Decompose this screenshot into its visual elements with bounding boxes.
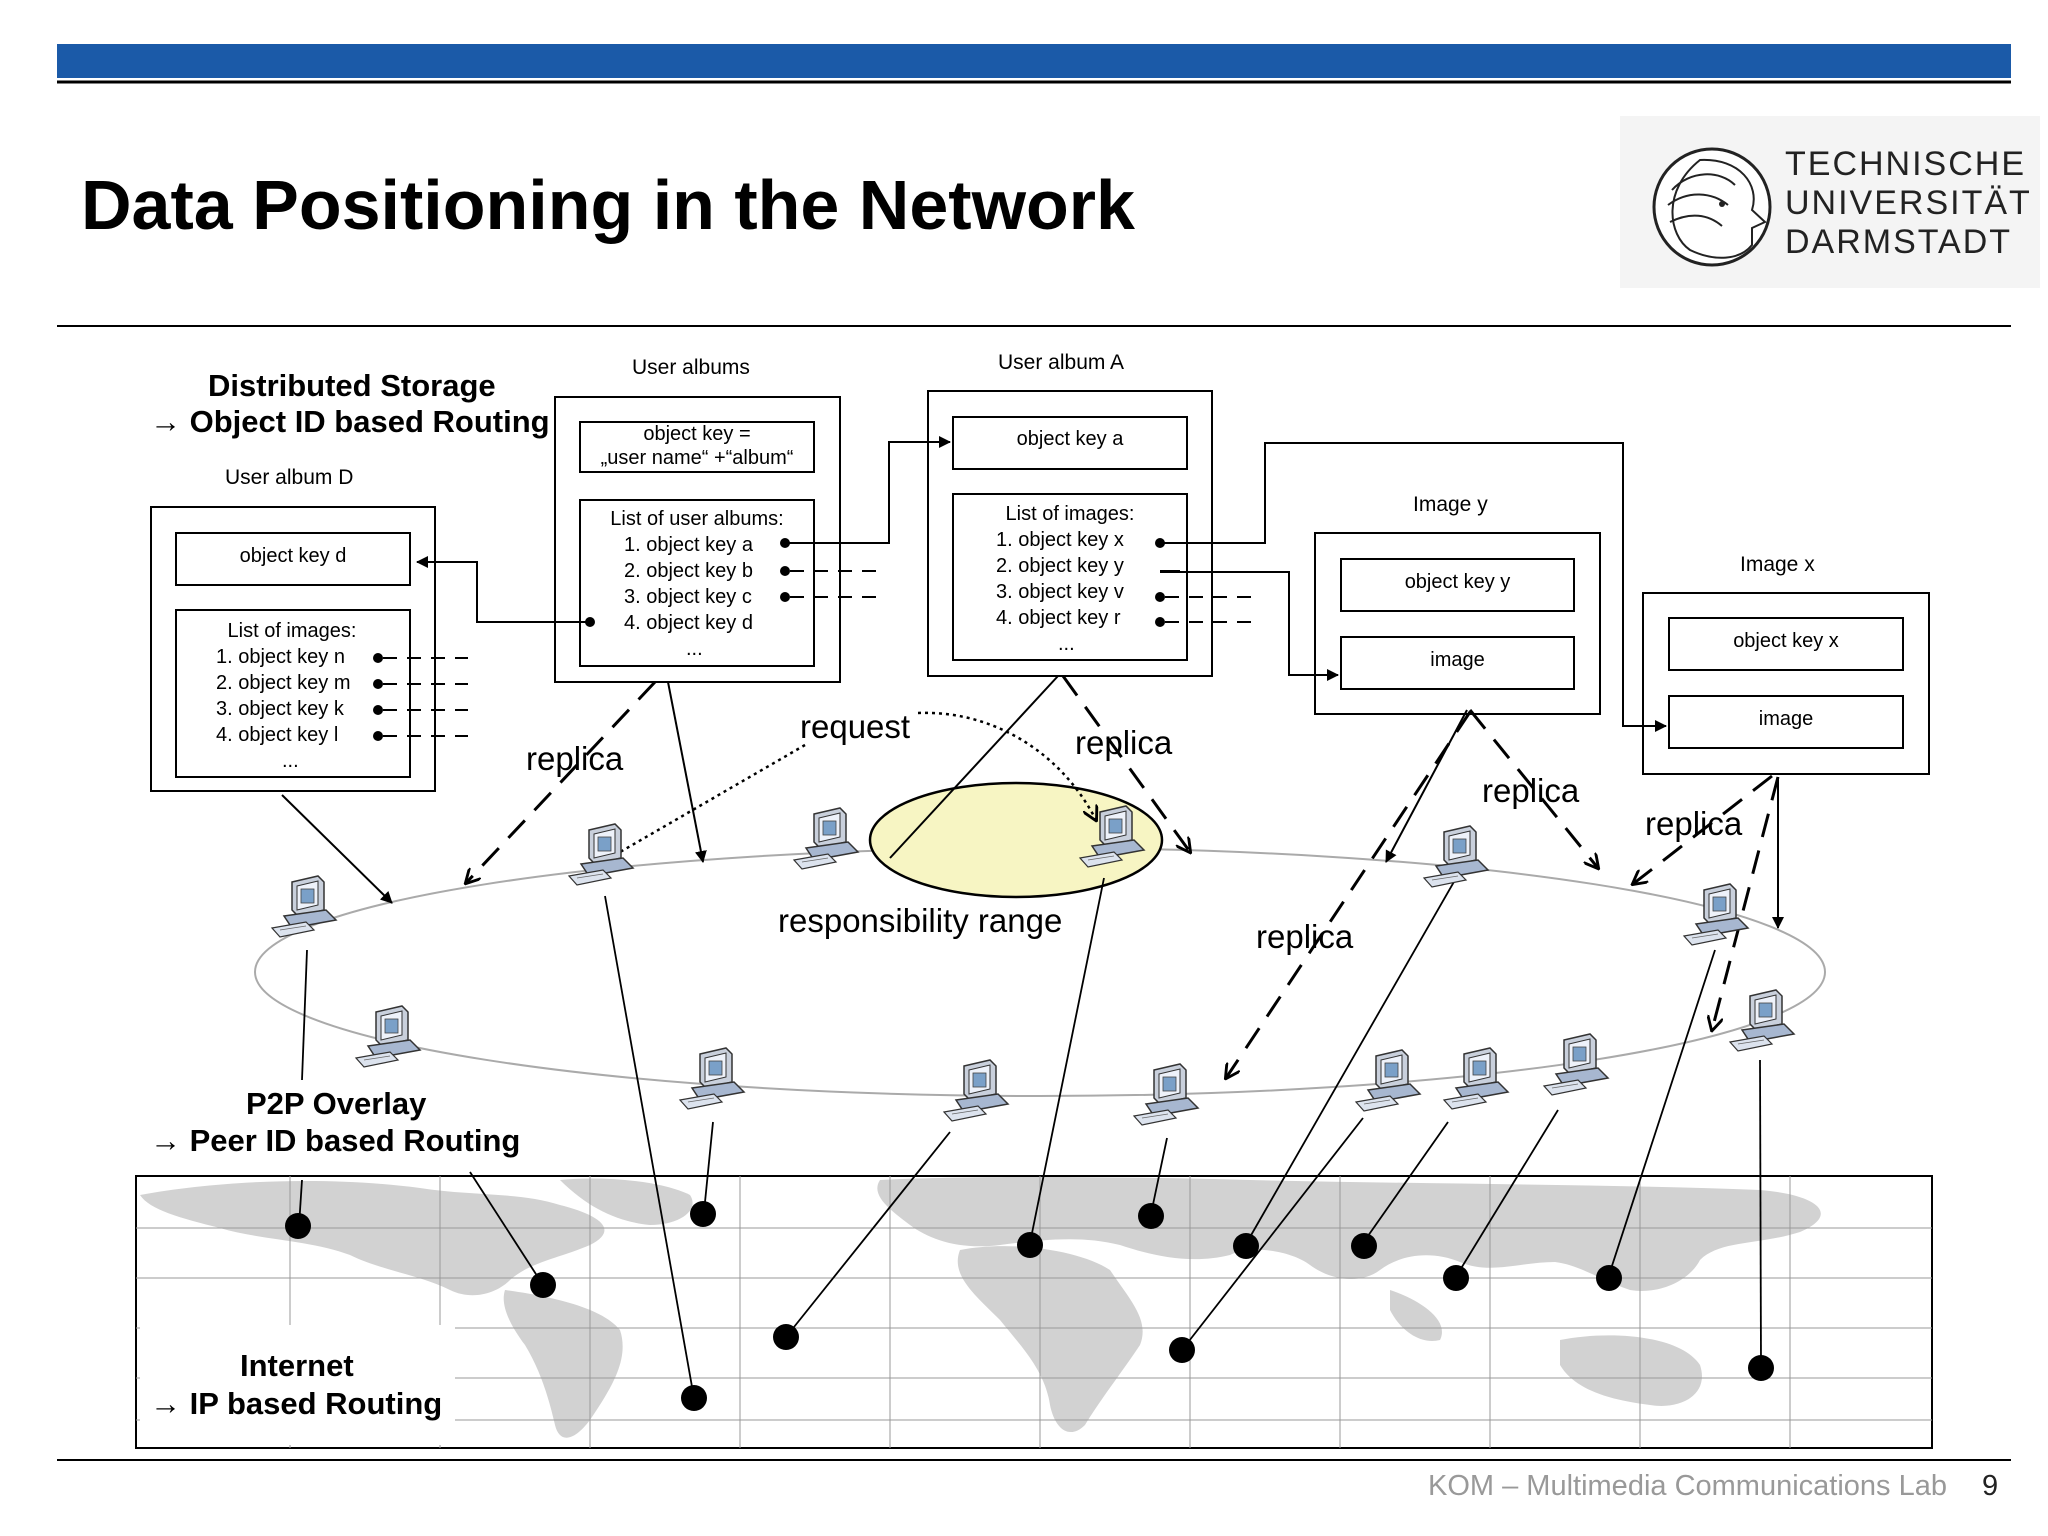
pointer-lines — [416, 436, 1667, 732]
list-item: 3. object key c — [624, 586, 752, 608]
list-item: ... — [1058, 633, 1075, 655]
university-line-1: TECHNISCHE — [1785, 145, 2027, 183]
object-key-formula-box: object key = „user name“ +“album“ — [580, 422, 814, 470]
image-y-title: Image y — [1413, 493, 1488, 516]
responsibility-range-label: responsibility range — [778, 902, 1063, 939]
list-item: 4. object key l — [216, 724, 339, 746]
peer-id-routing-label: → Peer ID based Routing — [150, 1123, 521, 1158]
replica-label-3: replica — [1482, 772, 1580, 809]
computer-icon — [1729, 989, 1795, 1052]
image-x-content-box: image — [1758, 708, 1814, 730]
page-number: 9 — [1982, 1470, 1999, 1502]
image-y-content-box: image — [1430, 649, 1485, 671]
list-item: 4. object key d — [624, 612, 753, 634]
page-title: Data Positioning in the Network — [81, 166, 1135, 244]
list-item: 1. object key n — [216, 646, 345, 668]
computer-icon — [568, 823, 634, 886]
computer-icon — [793, 807, 859, 870]
user-album-a-title: User album A — [998, 351, 1125, 374]
peer-location-lines — [298, 877, 1762, 1399]
replica-label-5: replica — [1256, 918, 1354, 955]
replica-label-1: replica — [526, 740, 624, 777]
computer-icon — [1543, 1033, 1609, 1096]
internet-node-dots — [285, 1201, 1774, 1411]
request-line-a — [614, 743, 806, 857]
object-key-y-box: object key y — [1404, 571, 1511, 593]
computer-icon — [1423, 825, 1489, 888]
object-key-x-box: object key x — [1733, 630, 1839, 652]
object-key-formula-line-2: „user name“ +“album“ — [600, 447, 794, 469]
list-item: ... — [282, 750, 299, 772]
album-a-list: 1. object key x 2. object key y 3. objec… — [996, 527, 1124, 657]
footer-text: KOM – Multimedia Communications Lab — [1428, 1470, 1947, 1502]
album-a-list-title: List of images: — [1005, 503, 1135, 525]
list-pointers — [373, 538, 1252, 741]
list-item: 2. object key m — [216, 672, 351, 694]
boxes — [150, 390, 1930, 792]
user-albums-list-title: List of user albums: — [610, 508, 784, 530]
user-albums-list: 1. object key a 2. object key b 3. objec… — [624, 532, 753, 662]
replica-arrows — [466, 675, 1780, 1078]
computer-icon — [943, 1059, 1009, 1122]
university-name: TECHNISCHE UNIVERSITÄT DARMSTADT — [1785, 145, 2032, 262]
replica-label-4: replica — [1645, 805, 1743, 842]
top-bar — [57, 44, 2011, 78]
computer-icon — [271, 875, 337, 938]
internet-title: Internet — [240, 1348, 354, 1383]
user-album-d-title: User album D — [225, 466, 354, 489]
tu-darmstadt-logo-icon — [1620, 116, 2040, 288]
object-id-routing-label: → Object ID based Routing — [150, 404, 550, 439]
p2p-overlay-title: P2P Overlay — [246, 1086, 427, 1121]
list-item: 4. object key r — [996, 607, 1121, 629]
object-key-a-box: object key a — [1016, 428, 1124, 450]
list-item: 3. object key v — [996, 581, 1124, 603]
world-map-icon — [135, 1175, 1933, 1449]
request-line-b — [917, 711, 1096, 820]
computer-icon — [679, 1047, 745, 1110]
distributed-storage-title: Distributed Storage — [208, 368, 496, 403]
storage-links — [281, 675, 1784, 929]
list-item: 1. object key x — [996, 529, 1124, 551]
object-key-d-box: object key d — [239, 545, 347, 567]
album-d-list-title: List of images: — [227, 620, 357, 642]
ip-routing-label: → IP based Routing — [150, 1386, 443, 1421]
image-x-title: Image x — [1740, 553, 1815, 576]
list-item: 1. object key a — [624, 534, 753, 556]
object-key-formula-line-1: object key = — [643, 423, 751, 445]
replica-label-2: replica — [1075, 724, 1173, 761]
university-line-3: DARMSTADT — [1785, 223, 2013, 261]
request-label: request — [800, 708, 911, 745]
list-item: 2. object key y — [996, 555, 1124, 577]
album-d-list: 1. object key n 2. object key m 3. objec… — [216, 644, 351, 774]
list-item: ... — [686, 638, 703, 660]
list-item: 2. object key b — [624, 560, 753, 582]
user-albums-title: User albums — [632, 356, 750, 379]
university-line-2: UNIVERSITÄT — [1785, 184, 2032, 222]
computer-icon — [1443, 1047, 1509, 1110]
list-item: 3. object key k — [216, 698, 344, 720]
